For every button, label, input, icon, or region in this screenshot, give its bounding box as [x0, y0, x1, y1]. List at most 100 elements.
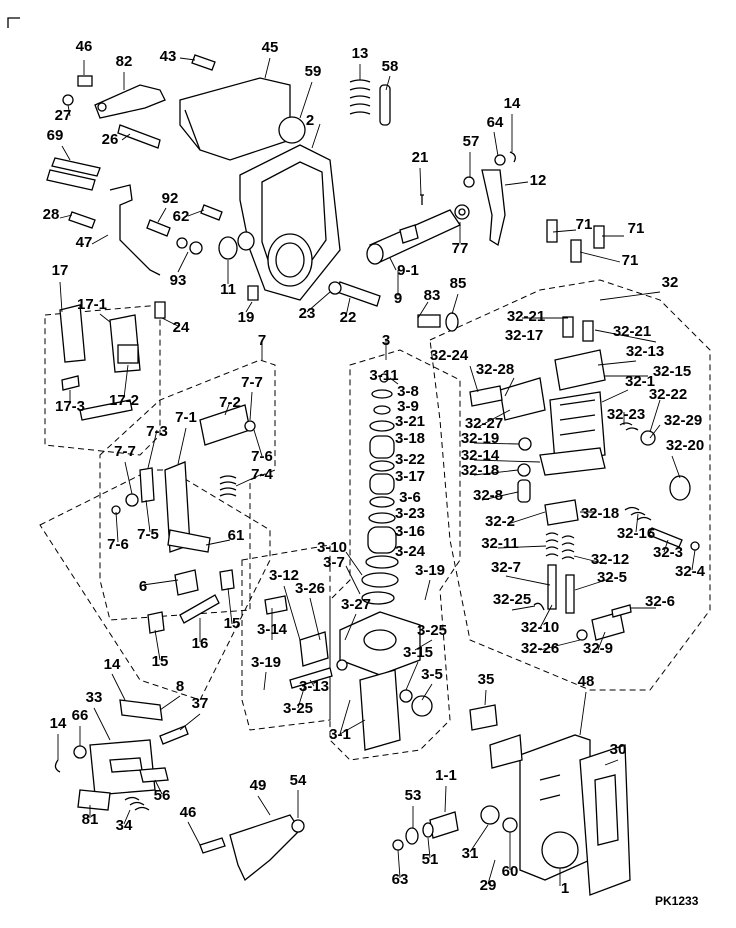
callout-32-15: 32-15	[653, 363, 691, 380]
part-32-8-sleeve	[517, 479, 531, 503]
callout-60: 60	[502, 863, 519, 880]
callout-32-5: 32-5	[597, 569, 627, 586]
callout-49: 49	[250, 777, 267, 794]
callout-32-18: 32-18	[581, 505, 619, 522]
part-2-bore	[267, 233, 313, 287]
callout-32-19: 32-19	[461, 430, 499, 447]
callout-3-13: 3-13	[299, 678, 329, 695]
callout-32-4: 32-4	[675, 563, 706, 580]
callout-17: 17	[52, 262, 69, 279]
callout-43: 43	[160, 48, 177, 65]
part-3-27-bore	[363, 629, 397, 651]
part-32-1-coil	[549, 391, 606, 463]
part-17-2-block	[117, 344, 139, 364]
part-30-cutout	[594, 774, 619, 846]
callout-34: 34	[116, 817, 133, 834]
part-93-washer-b	[189, 241, 203, 255]
callout-3-27: 3-27	[341, 596, 371, 613]
part-71-bolt-c	[593, 225, 605, 249]
callout-61: 61	[228, 527, 245, 544]
callout-7-6: 7-6	[251, 448, 273, 465]
part-32-11-spring	[545, 532, 559, 557]
part-32-16-spring	[624, 506, 652, 521]
callout-3-22: 3-22	[395, 451, 425, 468]
part-11-bushing-b	[237, 231, 255, 251]
callout-32-14: 32-14	[461, 447, 500, 464]
callout-22: 22	[340, 309, 357, 326]
callout-57: 57	[463, 133, 480, 150]
part-3-14-bolt	[264, 595, 288, 615]
callout-2: 2	[306, 112, 314, 129]
part-21-key	[420, 194, 424, 205]
callout-32-2: 32-2	[485, 513, 515, 530]
callout-32-18: 32-18	[461, 462, 499, 479]
callout-37: 37	[192, 695, 209, 712]
part-32-18-nut	[517, 463, 531, 477]
callout-7-4: 7-4	[251, 466, 273, 483]
callout-32: 32	[662, 274, 679, 291]
callout-3-7: 3-7	[323, 554, 345, 571]
part-7-3-pin	[139, 467, 155, 503]
callout-3-19: 3-19	[415, 562, 445, 579]
callout-1: 1	[561, 880, 569, 897]
callout-32-11: 32-11	[481, 535, 519, 552]
callout-3-24: 3-24	[395, 543, 426, 560]
callout-12: 12	[530, 172, 547, 189]
part-32-9-block	[591, 611, 625, 641]
callout-11: 11	[220, 281, 236, 298]
part-32-12-spring	[561, 535, 575, 560]
part-51-ring	[422, 822, 434, 838]
callout-53: 53	[405, 787, 422, 804]
callout-3-5: 3-5	[421, 666, 443, 683]
part-32-13-cover	[554, 349, 606, 391]
part-46-bolt-b	[199, 837, 226, 854]
part-59-oring	[278, 116, 306, 144]
callout-81: 81	[82, 811, 99, 828]
callout-32-17: 32-17	[505, 327, 543, 344]
part-3-22-ring	[369, 460, 395, 472]
callout-3-21: 3-21	[395, 413, 425, 430]
part-37-bolt	[159, 725, 189, 745]
callout-93: 93	[170, 272, 187, 289]
part-9-lever	[399, 224, 419, 244]
part-56-lever	[139, 767, 169, 783]
part-63-washer	[392, 839, 404, 851]
callout-3-25: 3-25	[283, 700, 313, 717]
callout-3-18: 3-18	[395, 430, 425, 447]
callout-35: 35	[478, 671, 495, 688]
part-45-edge	[184, 109, 201, 151]
callout-46: 46	[76, 38, 93, 55]
callout-3-11: 3-11	[369, 367, 398, 384]
callout-32-1: 32-1	[625, 373, 655, 390]
callout-3-19: 3-19	[251, 654, 281, 671]
part-92-bolt	[146, 219, 171, 237]
part-32-22-washer	[640, 430, 656, 446]
part-66-washer	[73, 745, 87, 759]
callout-19: 19	[238, 309, 255, 326]
callout-3-14: 3-14	[257, 621, 288, 638]
part-33-plate	[89, 739, 156, 796]
callout-64: 64	[487, 114, 504, 131]
callout-7-7: 7-7	[114, 443, 136, 460]
group-3b-outline	[241, 544, 331, 731]
part-77-washer-a-hole	[458, 208, 466, 216]
group-17-outline	[44, 304, 161, 456]
part-13-spring	[349, 79, 371, 115]
callout-7-7: 7-7	[241, 374, 263, 391]
part-32-28-block	[499, 377, 546, 421]
callout-32-12: 32-12	[591, 551, 629, 568]
callout-32-25: 32-25	[493, 591, 531, 608]
part-27-nut	[62, 94, 74, 106]
part-32-6-bolt	[611, 604, 632, 618]
part-14-clip	[509, 151, 516, 163]
callout-69: 69	[47, 127, 64, 144]
part-85-washer	[445, 312, 459, 332]
part-14-clip-b	[54, 759, 61, 773]
part-15-bracket-a	[219, 569, 235, 591]
callout-9-1: 9-1	[397, 262, 419, 279]
leader-lines	[57, 57, 696, 886]
callout-32-24: 32-24	[430, 347, 469, 364]
part-46-bolt	[77, 75, 93, 87]
callout-3-12: 3-12	[269, 567, 299, 584]
